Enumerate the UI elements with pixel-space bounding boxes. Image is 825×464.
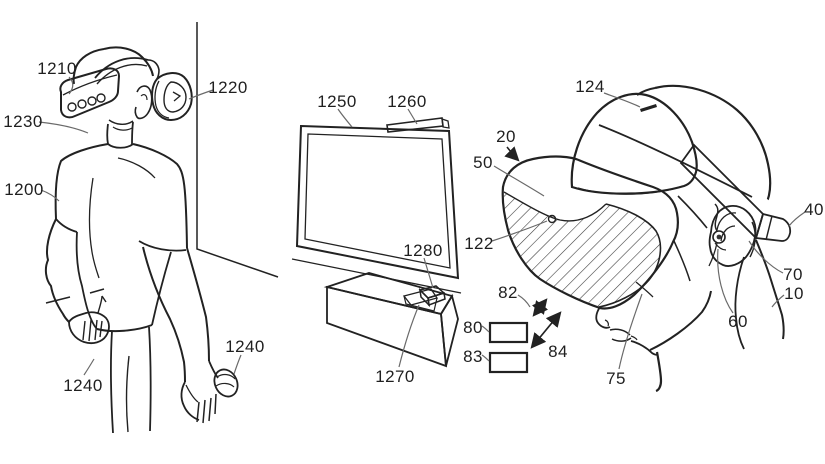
ref-label-head: 10	[784, 284, 804, 303]
camera-bar	[386, 117, 450, 133]
headset-earcup	[151, 72, 193, 122]
ref-label-display: 1250	[317, 92, 356, 111]
rear-band	[59, 67, 121, 119]
ref-label-controller-left: 1240	[63, 376, 102, 395]
ref-label-visor: 50	[473, 153, 493, 172]
wireless-arrow-a	[531, 298, 549, 317]
earpiece	[708, 203, 726, 267]
ref-label-console: 1270	[375, 367, 414, 386]
ref-label-hmd: 20	[496, 127, 516, 146]
user-ear	[134, 85, 153, 120]
ref-label-ear: 70	[783, 265, 803, 284]
ref-label-dongle: 1280	[403, 241, 442, 260]
device-box-b	[488, 351, 529, 374]
hmd-crown	[570, 92, 753, 229]
hmd-visor	[501, 155, 680, 310]
ref-label-top-indicator: 124	[575, 77, 605, 96]
ref-label-rear-band: 1230	[3, 112, 42, 131]
leader-lines	[38, 76, 806, 376]
wireless-arrow-b	[530, 311, 562, 349]
ref-label-device-box-a: 80	[463, 318, 483, 337]
front-marker-dot	[547, 214, 557, 224]
room-corner-lines	[45, 22, 462, 304]
ref-label-link-a: 82	[498, 283, 518, 302]
ref-label-camera-bar: 1260	[387, 92, 426, 111]
user-figure	[44, 46, 239, 434]
wireless-dongle	[418, 285, 446, 308]
ref-label-link-b: 84	[548, 342, 568, 361]
ref-label-strap-end: 40	[804, 200, 824, 219]
top-indicator-slit	[640, 104, 657, 112]
ref-label-user: 1200	[4, 180, 43, 199]
top-headband	[94, 57, 160, 85]
hmd-pointer-arrow	[504, 146, 520, 162]
strap-end	[754, 212, 792, 242]
ear	[708, 205, 757, 267]
ref-label-mouth-area: 75	[606, 369, 626, 388]
display-tv	[295, 124, 460, 280]
ref-label-headband: 1210	[37, 59, 76, 78]
ref-label-controller-right: 1240	[225, 337, 264, 356]
ref-label-earpiece: 60	[728, 312, 748, 331]
ref-label-headset: 1220	[208, 78, 247, 97]
left-hand-controller	[68, 311, 110, 345]
ref-label-front-marker: 122	[464, 234, 494, 253]
ref-label-device-box-b: 83	[463, 347, 483, 366]
game-console	[323, 272, 459, 368]
right-hand-controller	[213, 368, 239, 398]
user-hmd	[59, 57, 193, 122]
reference-labels: 1210 1220 1230 1200 1240 1240 1250 1260 …	[3, 59, 824, 395]
closeup-head	[488, 84, 792, 393]
device-box-a	[488, 321, 529, 344]
